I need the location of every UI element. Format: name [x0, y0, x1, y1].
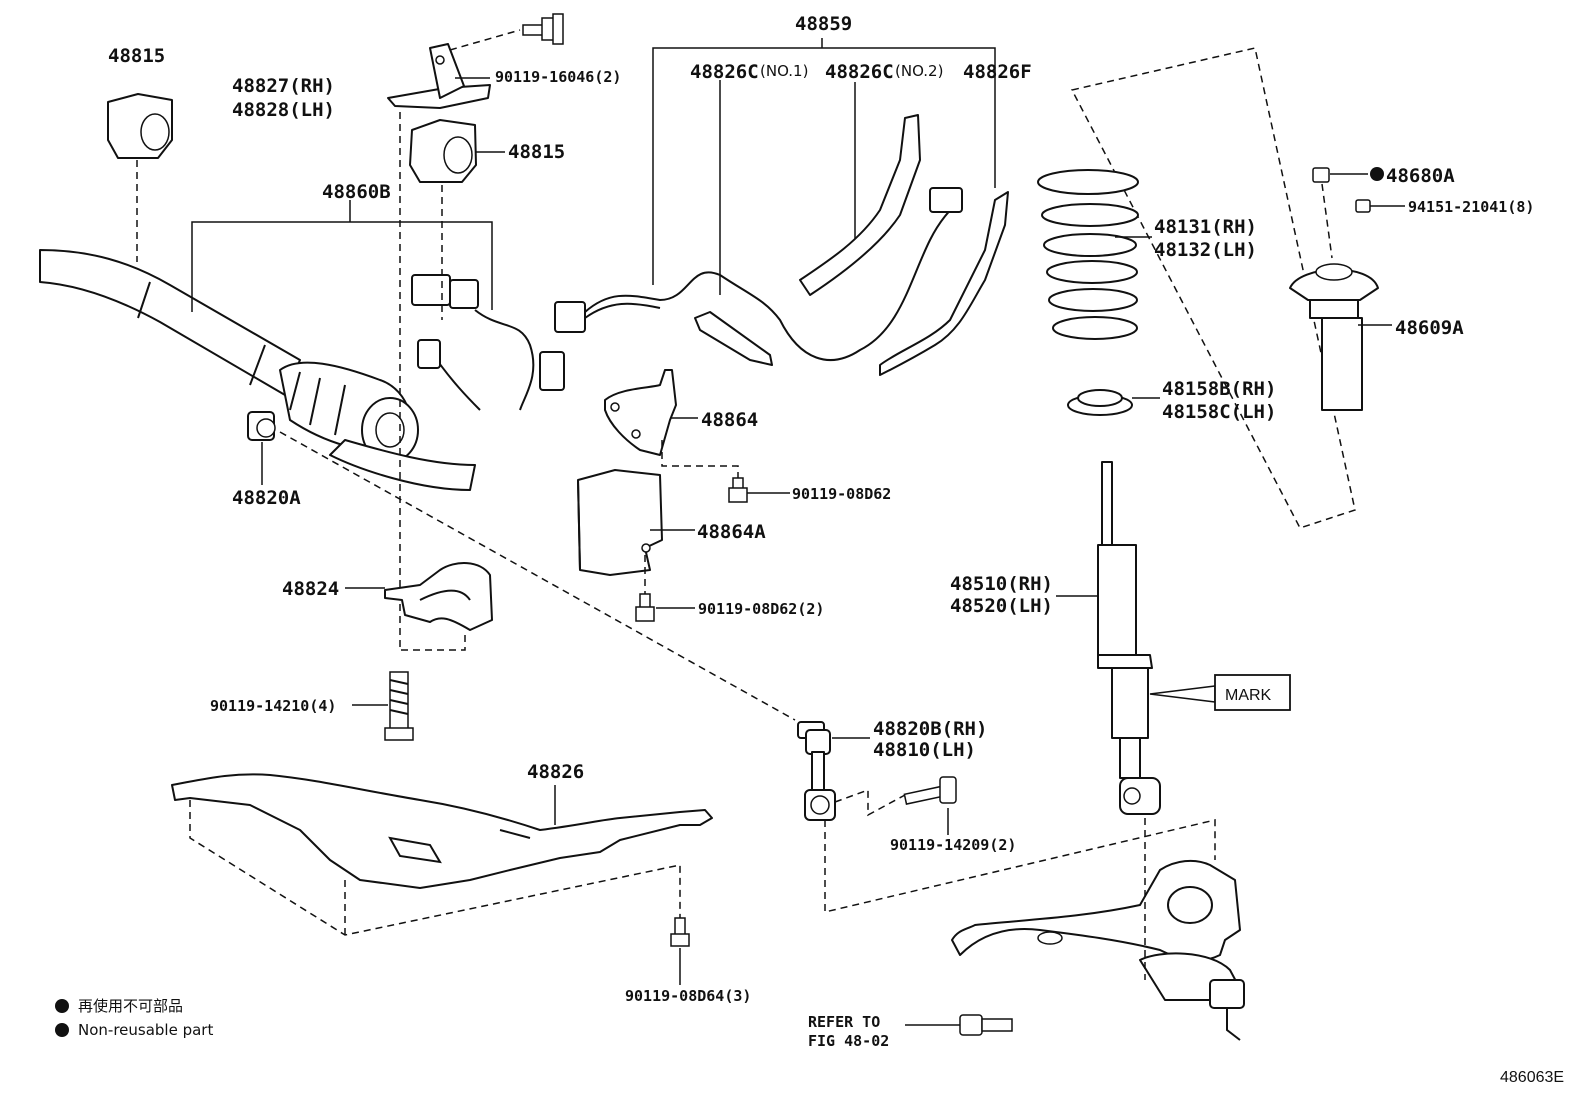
label-48820B: 48820B(RH)	[873, 718, 987, 740]
leader-link-box	[824, 819, 1216, 913]
bushing-bracket	[387, 43, 491, 109]
legend-en: Non-reusable part	[78, 1021, 213, 1039]
label-90119-14210: 90119-14210(4)	[210, 697, 336, 715]
label-48132: 48132(LH)	[1154, 239, 1257, 261]
lower-control-arm	[951, 859, 1245, 1041]
label-48815-mid: 48815	[508, 141, 565, 163]
leader-link-bolt	[834, 788, 906, 817]
bolt-90119-14210	[384, 671, 414, 741]
label-48828: 48828(LH)	[232, 99, 335, 121]
clamp-48826F	[879, 191, 1009, 376]
bracket-48860B	[191, 221, 493, 312]
label-48826C-no2-sub: (NO.2)	[895, 62, 943, 80]
label-90119-08D62-2: 90119-08D62(2)	[698, 600, 824, 618]
sensor-harness-main	[554, 187, 963, 366]
label-refer-to: REFER TO	[808, 1013, 880, 1031]
label-94151-21041: 94151-21041(8)	[1408, 198, 1534, 216]
stabilizer-bushing-top	[107, 93, 173, 159]
figure-number: 486063E	[1500, 1069, 1564, 1086]
label-48826C-no2: 48826C	[825, 61, 894, 83]
bracket-48864	[604, 369, 677, 456]
leader-08D62	[661, 440, 739, 478]
label-48826: 48826	[527, 761, 584, 783]
label-48820A: 48820A	[232, 487, 301, 509]
label-48815-top: 48815	[108, 45, 165, 67]
label-48810: 48810(LH)	[873, 739, 976, 761]
label-48864: 48864	[701, 409, 758, 431]
strut-mount-48609A	[1289, 263, 1379, 411]
stabilizer-link-48820B	[797, 721, 836, 821]
stabilizer-bushing-mid	[409, 119, 477, 183]
stabilizer-bar	[39, 249, 301, 396]
stabilizer-link-assembly	[279, 361, 476, 491]
bolt-90119-08D62-2	[635, 593, 655, 622]
legend: 再使用不可部品 Non-reusable part	[55, 997, 213, 1039]
bracket-48824	[384, 562, 493, 631]
label-48859: 48859	[795, 13, 852, 35]
spring-seat-48158	[1067, 389, 1133, 416]
bolt-90119-08D62	[728, 477, 748, 503]
clamp-48826C-no2	[799, 114, 921, 296]
leader-mark	[1149, 685, 1216, 703]
label-48827: 48827(RH)	[232, 75, 335, 97]
label-48860B: 48860B	[322, 181, 391, 203]
legend-dot-2	[55, 1023, 69, 1037]
bolt-90119-08D64	[670, 917, 690, 947]
bolt-90119-16046	[522, 13, 564, 45]
label-48510: 48510(RH)	[950, 573, 1053, 595]
under-cover-48826	[171, 773, 713, 889]
label-90119-08D64: 90119-08D64(3)	[625, 987, 751, 1005]
label-90119-08D62: 90119-08D62	[792, 485, 891, 503]
label-mark: MARK	[1225, 687, 1272, 704]
label-48520: 48520(LH)	[950, 595, 1053, 617]
legend-dot-1	[55, 999, 69, 1013]
label-48158C: 48158C(LH)	[1162, 401, 1276, 423]
label-48824: 48824	[282, 578, 339, 600]
nut-94151	[1355, 199, 1371, 213]
label-48158B: 48158B(RH)	[1162, 378, 1276, 400]
legend-jp: 再使用不可部品	[78, 997, 183, 1015]
label-48680A: 48680A	[1386, 165, 1455, 187]
spring-group-box	[1070, 47, 1356, 529]
sensor-harness-stab	[411, 274, 565, 411]
label-48131: 48131(RH)	[1154, 216, 1257, 238]
coil-spring	[1037, 169, 1139, 340]
label-48609A: 48609A	[1395, 317, 1464, 339]
leader-nut-down	[1321, 183, 1333, 259]
label-48864A: 48864A	[697, 521, 766, 543]
shield-48864A	[577, 469, 663, 576]
nut-48820A	[247, 411, 276, 441]
label-refer-fig: FIG 48-02	[808, 1032, 889, 1050]
mark-box	[1214, 674, 1291, 711]
bolt-refer-fig	[959, 1014, 1013, 1036]
label-90119-16046: 90119-16046(2)	[495, 68, 621, 86]
non-reusable-dot	[1370, 167, 1384, 181]
label-90119-14209: 90119-14209(2)	[890, 836, 1016, 854]
label-48826F: 48826F	[963, 61, 1032, 83]
bolt-90119-14209	[903, 776, 957, 805]
leader-bracket-bolt	[449, 29, 521, 51]
nut-48680A	[1312, 167, 1330, 183]
label-48826C-no1-sub: (NO.1)	[760, 62, 808, 80]
bracket-48859	[652, 47, 996, 285]
callout-labels: 48815 48827(RH) 48828(LH) 90119-16046(2)…	[108, 13, 1534, 1050]
label-48826C-no1: 48826C	[690, 61, 759, 83]
shock-absorber	[1097, 461, 1161, 815]
leader-link-diag	[279, 431, 796, 721]
leader-bracket-box	[400, 635, 466, 651]
